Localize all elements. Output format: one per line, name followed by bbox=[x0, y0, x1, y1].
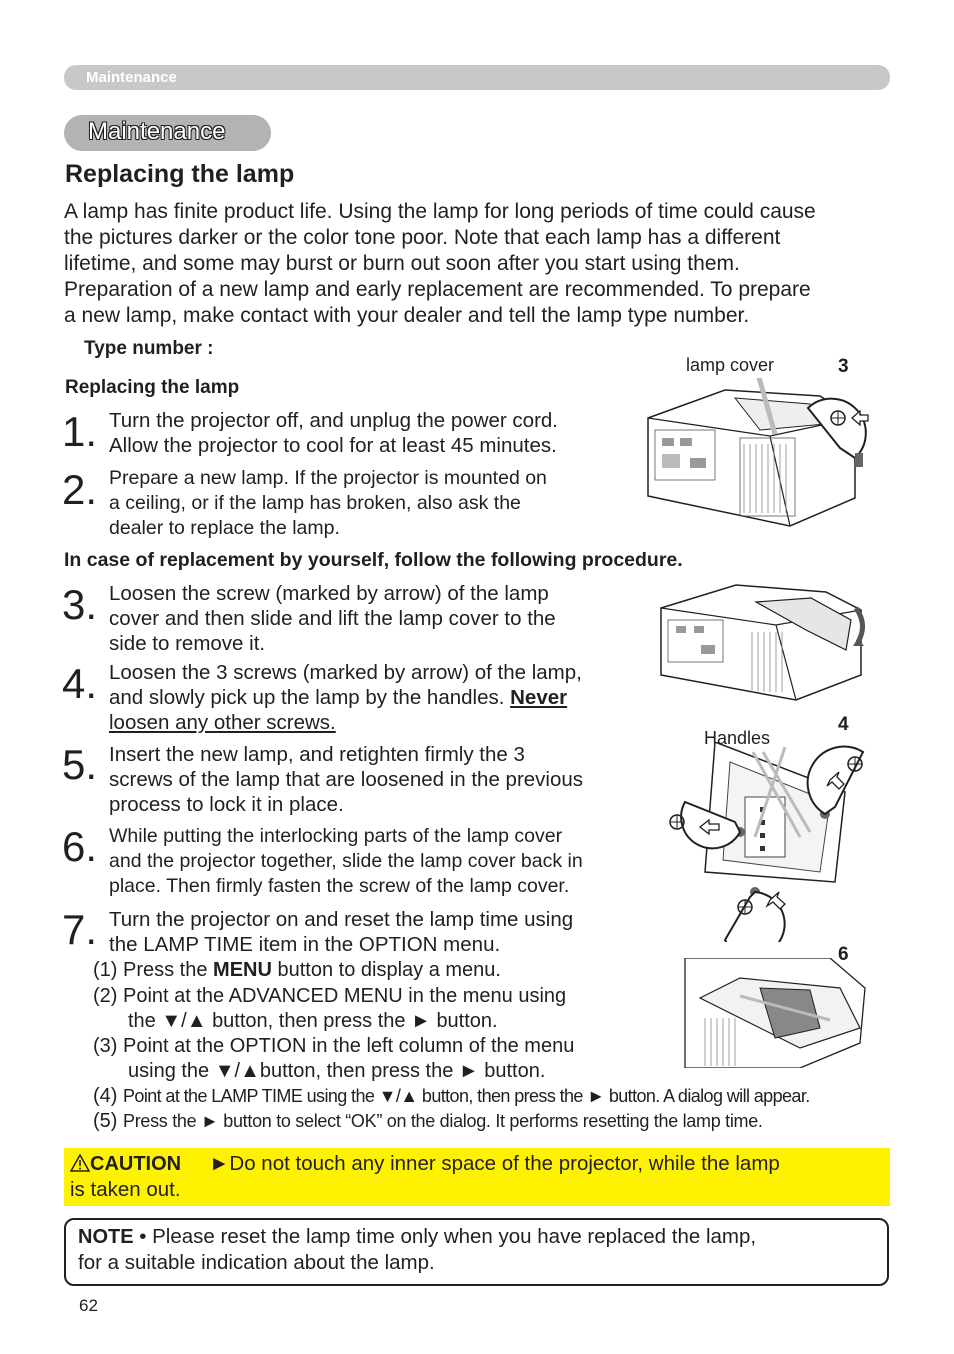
substep-text: button to display a menu. bbox=[271, 959, 501, 981]
step-number: 4. bbox=[62, 660, 98, 707]
step-text: Loosen the 3 screws (marked by arrow) of… bbox=[109, 660, 649, 735]
caution-text: CAUTION ►Do not touch any inner space of … bbox=[69, 1151, 882, 1203]
page-title: Replacing the lamp bbox=[65, 160, 295, 188]
caution-box: CAUTION ►Do not touch any inner space of … bbox=[64, 1148, 890, 1206]
page-number: 62 bbox=[79, 1296, 98, 1315]
projector-illustration-cover-replace bbox=[684, 958, 866, 1068]
step-line: Turn the projector on and reset the lamp… bbox=[109, 908, 574, 931]
substep-line: the ▼/▲ button, then press the ► button. bbox=[128, 1010, 498, 1032]
step-text: Loosen the screw (marked by arrow) of th… bbox=[109, 581, 639, 656]
section-pill-label: Maintenance bbox=[88, 118, 226, 145]
step-line: Turn the projector off, and unplug the p… bbox=[109, 409, 558, 432]
step-line: loosen any other screws. bbox=[109, 711, 336, 734]
step-line: dealer to replace the lamp. bbox=[109, 517, 340, 539]
step-line: Loosen the screw (marked by arrow) of th… bbox=[109, 582, 549, 605]
step-number: 6. bbox=[62, 823, 98, 870]
note-line: for a suitable indication about the lamp… bbox=[78, 1251, 435, 1274]
step-line: Insert the new lamp, and retighten firml… bbox=[109, 743, 525, 766]
substep-5: (5) Press the ► button to select “OK” on… bbox=[93, 1109, 893, 1134]
step-text: Turn the projector off, and unplug the p… bbox=[109, 408, 629, 458]
never-emphasis: Never bbox=[510, 686, 568, 709]
intro-paragraph: A lamp has finite product life. Using th… bbox=[64, 199, 894, 329]
intro-line: a new lamp, make contact with your deale… bbox=[64, 304, 750, 327]
procedure-heading: In case of replacement by yourself, foll… bbox=[64, 549, 683, 571]
step-line: Prepare a new lamp. If the projector is … bbox=[109, 467, 547, 489]
substep-4: (4) Point at the LAMP TIME using the ▼/▲… bbox=[93, 1084, 893, 1109]
substep-text: Point at the LAMP TIME using the ▼/▲ but… bbox=[123, 1086, 810, 1106]
caution-label: CAUTION bbox=[90, 1153, 182, 1175]
type-number-label: Type number : bbox=[84, 338, 214, 359]
figure-number-4: 4 bbox=[838, 714, 849, 735]
substep-text: Press the ► button to select “OK” on the… bbox=[123, 1111, 763, 1131]
projector-illustration-cover-removed bbox=[660, 584, 865, 701]
caution-line: ►Do not touch any inner space of the pro… bbox=[209, 1152, 780, 1175]
intro-line: the pictures darker or the color tone po… bbox=[64, 226, 781, 249]
note-box: NOTE • Please reset the lamp time only w… bbox=[64, 1218, 889, 1286]
lamp-cover-label: lamp cover bbox=[686, 355, 775, 375]
subheading: Replacing the lamp bbox=[65, 377, 240, 398]
step-text: Prepare a new lamp. If the projector is … bbox=[109, 466, 629, 541]
intro-line: Preparation of a new lamp and early repl… bbox=[64, 278, 811, 301]
substep-num: (4) bbox=[93, 1085, 123, 1107]
menu-key: MENU bbox=[213, 959, 272, 981]
step-line: and the projector together, slide the la… bbox=[109, 850, 583, 872]
step-line: Loosen the 3 screws (marked by arrow) of… bbox=[109, 661, 582, 684]
step-line: a ceiling, or if the lamp has broken, al… bbox=[109, 492, 521, 514]
figure-number-6: 6 bbox=[838, 944, 849, 965]
intro-line: A lamp has finite product life. Using th… bbox=[64, 200, 816, 223]
warning-triangle-icon bbox=[69, 1152, 91, 1175]
substep-num: (5) bbox=[93, 1110, 123, 1132]
step-number: 5. bbox=[62, 741, 98, 788]
step-text: While putting the interlocking parts of … bbox=[109, 824, 649, 899]
step-text: Insert the new lamp, and retighten firml… bbox=[109, 742, 649, 817]
step-line: cover and then slide and lift the lamp c… bbox=[109, 607, 556, 630]
note-line: • Please reset the lamp time only when y… bbox=[133, 1225, 757, 1248]
step-line: Allow the projector to cool for at least… bbox=[109, 434, 557, 457]
step-text: Turn the projector on and reset the lamp… bbox=[109, 907, 649, 957]
substep-2: (2) Point at the ADVANCED MENU in the me… bbox=[93, 984, 653, 1034]
running-header-title: Maintenance bbox=[86, 69, 177, 86]
step-line: and slowly pick up the lamp by the handl… bbox=[109, 685, 649, 710]
intro-line: lifetime, and some may burst or burn out… bbox=[64, 252, 740, 275]
note-label: NOTE bbox=[78, 1226, 134, 1248]
step-line: place. Then firmly fasten the screw of t… bbox=[109, 875, 570, 897]
section-pill: Maintenance bbox=[64, 115, 271, 151]
step-line: the LAMP TIME item in the OPTION menu. bbox=[109, 933, 501, 956]
note-text: NOTE • Please reset the lamp time only w… bbox=[78, 1224, 878, 1276]
step-line: side to remove it. bbox=[109, 632, 266, 655]
substep-line: (3) Point at the OPTION in the left colu… bbox=[93, 1035, 575, 1057]
step-line: process to lock it in place. bbox=[109, 793, 344, 816]
substep-3: (3) Point at the OPTION in the left colu… bbox=[93, 1034, 653, 1084]
step-number: 7. bbox=[62, 906, 98, 953]
projector-illustration-lamp-cover bbox=[647, 378, 869, 527]
substep-1: (1) Press the MENU button to display a m… bbox=[93, 958, 653, 983]
handles-label: Handles bbox=[704, 728, 771, 748]
substep-line: (2) Point at the ADVANCED MENU in the me… bbox=[93, 985, 567, 1007]
step-text-span: and slowly pick up the lamp by the handl… bbox=[109, 686, 511, 709]
step-line: screws of the lamp that are loosened in … bbox=[109, 768, 584, 791]
running-header: Maintenance bbox=[64, 65, 890, 90]
substep-text: (1) Press the bbox=[93, 959, 214, 981]
caution-line: is taken out. bbox=[70, 1178, 181, 1201]
step-number: 2. bbox=[62, 466, 98, 513]
figure-number-3: 3 bbox=[838, 356, 849, 377]
lamp-handles-illustration bbox=[669, 742, 865, 942]
step-number: 3. bbox=[62, 581, 98, 628]
substep-line: using the ▼/▲button, then press the ► bu… bbox=[128, 1060, 546, 1082]
step-number: 1. bbox=[62, 408, 98, 455]
step-line: While putting the interlocking parts of … bbox=[109, 825, 563, 847]
